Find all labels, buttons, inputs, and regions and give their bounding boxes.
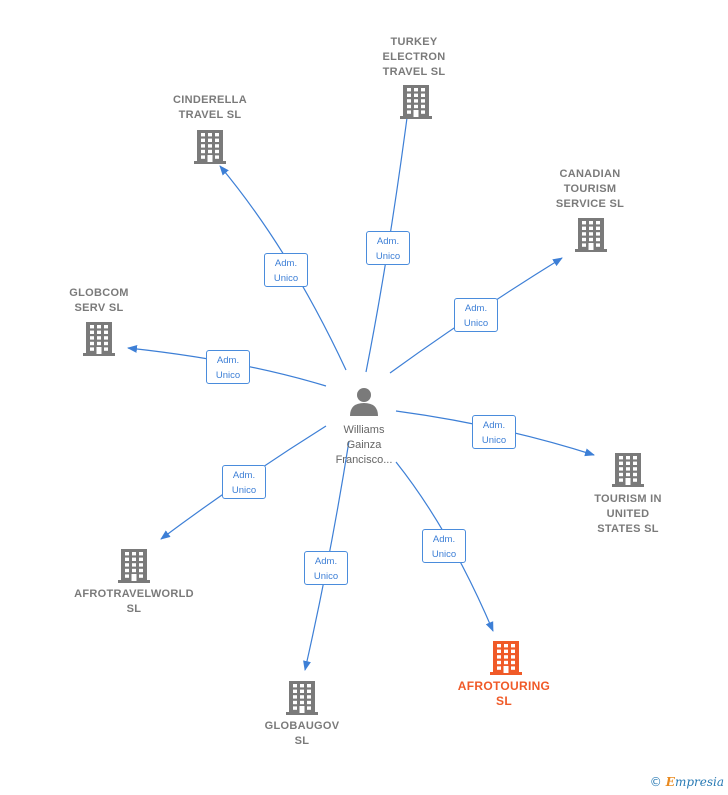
brand-initial: E xyxy=(665,775,675,789)
person-icon xyxy=(350,388,378,416)
building-icon-canadian xyxy=(575,218,607,252)
building-icon-afrotouring xyxy=(490,641,522,675)
company-name-tourism-us[interactable]: TOURISM IN UNITED STATES SL xyxy=(594,493,662,535)
company-name-afrotouring[interactable]: AFROTOURING SL xyxy=(457,679,551,708)
edge-label-globaugov[interactable]: Adm. Unico xyxy=(304,551,348,585)
edge-label-canadian[interactable]: Adm. Unico xyxy=(454,298,498,332)
copyright-symbol: © xyxy=(649,775,662,789)
building-icon-tourism-us xyxy=(612,453,644,487)
edge-label-afrotouring[interactable]: Adm. Unico xyxy=(422,529,466,563)
building-icon-turkey xyxy=(400,85,432,119)
building-icon-globaugov xyxy=(286,681,318,715)
company-name-cinderella[interactable]: CINDERELLA TRAVEL SL xyxy=(173,94,247,121)
company-name-turkey[interactable]: TURKEY ELECTRON TRAVEL SL xyxy=(382,36,446,78)
building-icon-afrotravelworld xyxy=(118,549,150,583)
company-name-afrotravelworld[interactable]: AFROTRAVELWORLD SL xyxy=(74,588,194,615)
empresia-watermark: ©Empresia xyxy=(650,775,724,789)
edge-label-tourism-us[interactable]: Adm. Unico xyxy=(472,415,516,449)
company-name-globcom[interactable]: GLOBCOM SERV SL xyxy=(69,287,129,314)
person-name[interactable]: Williams Gainza Francisco... xyxy=(335,424,393,466)
company-name-canadian[interactable]: CANADIAN TOURISM SERVICE SL xyxy=(555,168,625,210)
edge-label-cinderella[interactable]: Adm. Unico xyxy=(264,253,308,287)
edge-label-globcom[interactable]: Adm. Unico xyxy=(206,350,250,384)
building-icon-cinderella xyxy=(194,130,226,164)
edge-label-turkey[interactable]: Adm. Unico xyxy=(366,231,410,265)
company-name-globaugov[interactable]: GLOBAUGOV SL xyxy=(264,720,340,747)
building-icon-globcom xyxy=(83,322,115,356)
edge-label-afrotravelworld[interactable]: Adm. Unico xyxy=(222,465,266,499)
brand-name: mpresia xyxy=(674,775,724,789)
